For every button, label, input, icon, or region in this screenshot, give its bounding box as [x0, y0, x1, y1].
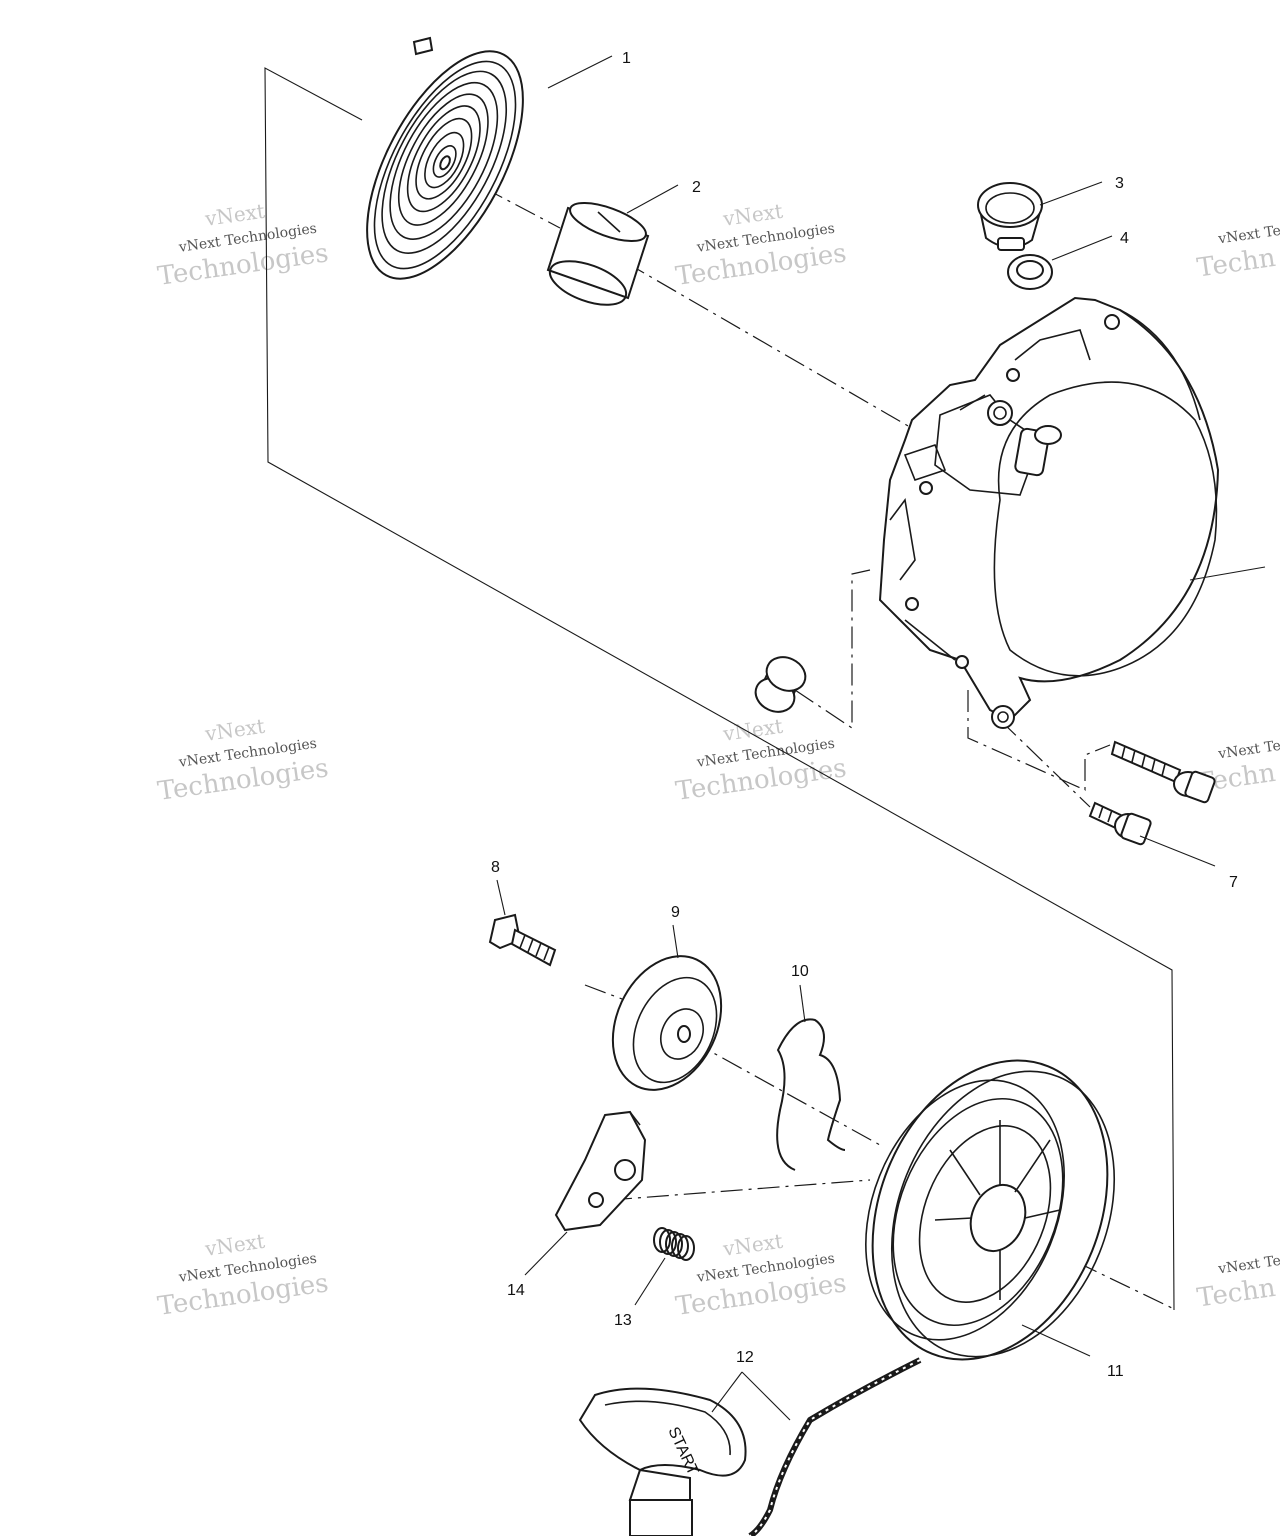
callout-9: 9: [671, 904, 680, 921]
leader-14: [524, 1231, 568, 1276]
svg-text:vNext: vNext: [203, 714, 267, 746]
callout-12: 12: [736, 1349, 754, 1366]
housing-leader: [1189, 566, 1266, 581]
leader-13: [634, 1257, 666, 1306]
starter-housing: [878, 296, 1266, 729]
leader-12a: [711, 1371, 743, 1413]
leader-3: [1039, 181, 1103, 206]
leader-1: [547, 55, 613, 89]
callout-10: 10: [791, 963, 809, 980]
bolt-axis-lower: [999, 719, 1091, 808]
callout-1: 1: [622, 50, 631, 67]
svg-text:vNext: vNext: [203, 1229, 267, 1261]
leader-4: [1051, 235, 1113, 261]
starter-handle: START: [578, 1387, 747, 1536]
watermark: vNext vNext Technologies Technologies: [156, 1229, 331, 1322]
spring-outline-axis: [264, 67, 1175, 1311]
callout-11: 11: [1107, 1363, 1124, 1380]
watermark: vNext vNext Technologies Technologies: [674, 1229, 849, 1322]
leader-11: [1021, 1324, 1091, 1357]
long-bolt: [1110, 740, 1216, 804]
watermark: vNext vNext Technologies Technologies: [674, 199, 849, 292]
watermark: vNext Te Techn: [1195, 1253, 1280, 1314]
leader-9: [672, 924, 679, 959]
svg-text:Techn: Techn: [1195, 243, 1277, 284]
bolt-axis-upper: [967, 690, 1111, 791]
leader-12b: [741, 1371, 791, 1421]
callout-numbers: 1 2 3 4 7 8 9 10 11 12 13 14: [491, 50, 1238, 1380]
bushing-sleeve: [546, 202, 650, 306]
starter-rope: [748, 1357, 922, 1536]
clip-spring: [776, 1018, 846, 1171]
bushing-axis: [624, 261, 916, 431]
pulley-axis: [689, 1039, 881, 1146]
leader-10: [799, 984, 806, 1023]
assembly-axis-lines: [264, 67, 1175, 1311]
watermark: vNext vNext Technologies Technologies: [674, 714, 849, 807]
collar: [754, 656, 807, 713]
callout-3: 3: [1115, 175, 1124, 192]
callout-7: 7: [1229, 874, 1238, 891]
svg-text:vNext: vNext: [721, 199, 785, 231]
plug-cap: [977, 182, 1043, 251]
svg-text:vNext: vNext: [203, 199, 267, 231]
rope-pulley: [865, 1059, 1116, 1361]
callout-8: 8: [491, 859, 500, 876]
collar-axis: [794, 569, 871, 730]
recoil-spring: [366, 50, 524, 280]
callout-2: 2: [692, 179, 701, 196]
pawl-axis: [609, 1179, 871, 1201]
svg-text:Techn: Techn: [1195, 1273, 1277, 1314]
pawl-spring: [653, 1227, 695, 1261]
short-bolt: [1088, 801, 1152, 846]
callout-14: 14: [507, 1282, 525, 1299]
washer: [1007, 254, 1053, 290]
leader-7: [1139, 835, 1216, 867]
drive-plate: [611, 955, 723, 1091]
screw: [488, 913, 557, 967]
spring-hook: [412, 36, 434, 56]
callout-4: 4: [1120, 230, 1129, 247]
leader-8: [496, 879, 506, 916]
svg-text:vNext: vNext: [721, 1229, 785, 1261]
watermark: vNext Te Techn: [1195, 223, 1280, 284]
pawl: [554, 1110, 647, 1232]
watermark: vNext vNext Technologies Technologies: [156, 714, 331, 807]
leader-2: [626, 184, 679, 214]
svg-text:vNext: vNext: [721, 714, 785, 746]
callout-13: 13: [614, 1312, 632, 1329]
watermark: vNext vNext Technologies Technologies: [156, 199, 331, 292]
